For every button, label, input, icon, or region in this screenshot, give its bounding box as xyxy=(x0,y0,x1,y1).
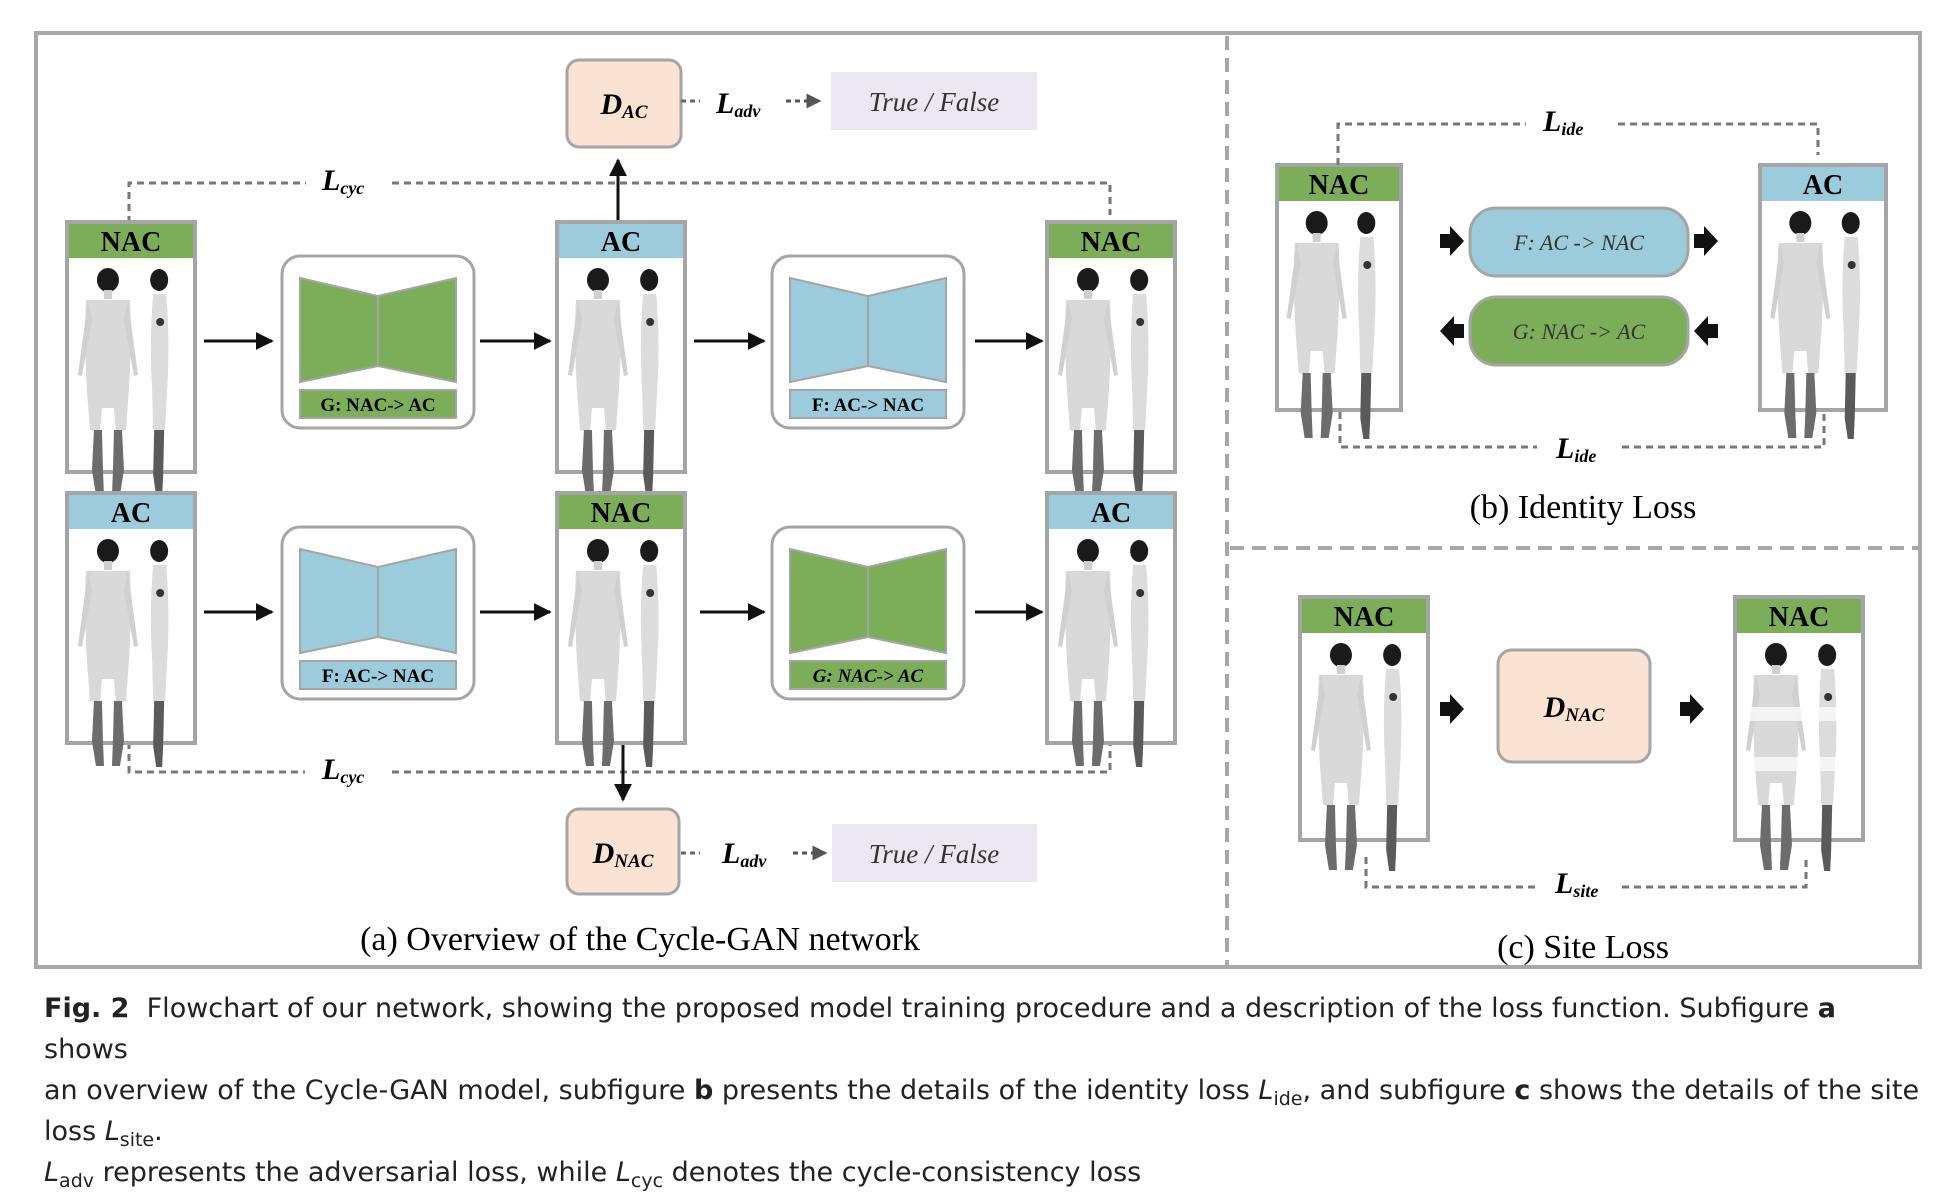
image-frame-top-1: NAC xyxy=(65,220,197,496)
image-label: NAC xyxy=(101,227,162,258)
true-false-box-bottom xyxy=(832,824,1037,882)
generator-label: F: AC-> NAC xyxy=(322,666,434,687)
l-cyc-top: L xyxy=(321,164,340,197)
image-label: AC xyxy=(1091,498,1131,529)
svg-text:Ladv: Ladv xyxy=(721,837,767,871)
image-label: NAC xyxy=(1334,602,1395,633)
svg-text:G: NAC -> AC: G: NAC -> AC xyxy=(1513,319,1646,344)
site-input-frame: NAC xyxy=(1298,595,1430,871)
identity-output-frame: AC xyxy=(1758,163,1888,439)
image-frame-bottom-2: NAC xyxy=(555,491,687,767)
flowchart-figure: DAC Ladv True / False Lcyc Lcyc DNAC Lad… xyxy=(34,31,1922,969)
site-output-frame: NAC xyxy=(1733,595,1865,871)
svg-text:Lide: Lide xyxy=(1542,105,1583,139)
svg-text:DNAC: DNAC xyxy=(592,837,654,872)
discriminator-nac xyxy=(565,807,681,896)
svg-text:DAC: DAC xyxy=(599,88,647,123)
svg-text:True / False: True / False xyxy=(869,87,1000,117)
generator-g-bottom: G: NAC-> AC xyxy=(770,525,966,701)
generator-label: G: NAC-> AC xyxy=(813,666,924,687)
image-label: AC xyxy=(111,498,151,529)
svg-text:True / False: True / False xyxy=(869,839,1000,869)
image-label: AC xyxy=(1803,170,1843,201)
image-frame-top-3: NAC xyxy=(1045,220,1177,496)
svg-text:Ladv: Ladv xyxy=(715,87,761,121)
image-label: NAC xyxy=(1081,227,1142,258)
image-label: AC xyxy=(601,227,641,258)
disc-ac-label: D xyxy=(599,88,622,121)
svg-text:F: AC -> NAC: F: AC -> NAC xyxy=(1513,230,1644,255)
svg-text:Lide: Lide xyxy=(1555,432,1596,466)
panel-b-caption: (b) Identity Loss xyxy=(1470,489,1697,526)
generator-f-identity xyxy=(1468,206,1690,278)
svg-text:DNAC: DNAC xyxy=(1543,691,1605,726)
true-false-box-top xyxy=(831,72,1037,130)
svg-text:Lcyc: Lcyc xyxy=(321,164,364,198)
generator-label: G: NAC-> AC xyxy=(320,395,435,416)
identity-input-frame: NAC xyxy=(1275,163,1403,439)
svg-text:Lsite: Lsite xyxy=(1554,867,1598,901)
l-ide-top: L xyxy=(1542,105,1561,138)
generator-label: F: AC-> NAC xyxy=(812,395,924,416)
l-adv-top: L xyxy=(715,87,734,120)
discriminator-ac xyxy=(565,58,683,149)
image-frame-bottom-3: AC xyxy=(1045,491,1177,767)
panel-a-caption: (a) Overview of the Cycle-GAN network xyxy=(360,921,920,958)
fig-label: Fig. 2 xyxy=(44,993,130,1024)
discriminator-site xyxy=(1496,648,1652,764)
image-label: NAC xyxy=(1769,602,1830,633)
image-frame-bottom-1: AC xyxy=(65,491,197,767)
image-frame-top-2: AC xyxy=(555,220,687,496)
image-label: NAC xyxy=(1309,170,1370,201)
l-ide-bottom: L xyxy=(1555,432,1574,465)
l-site: L xyxy=(1554,867,1573,900)
l-cyc-bottom: L xyxy=(321,753,340,786)
generator-g-top: G: NAC-> AC xyxy=(280,254,476,430)
generator-f-bottom: F: AC-> NAC xyxy=(280,525,476,701)
image-label: NAC xyxy=(591,498,652,529)
figure-caption: Fig. 2 Flowchart of our network, showing… xyxy=(44,993,1920,1192)
generator-f-top: F: AC-> NAC xyxy=(770,254,966,430)
l-adv-bottom: L xyxy=(721,837,740,870)
generator-g-identity xyxy=(1468,295,1690,367)
panel-c-caption: (c) Site Loss xyxy=(1497,929,1669,966)
svg-text:Lcyc: Lcyc xyxy=(321,753,364,787)
